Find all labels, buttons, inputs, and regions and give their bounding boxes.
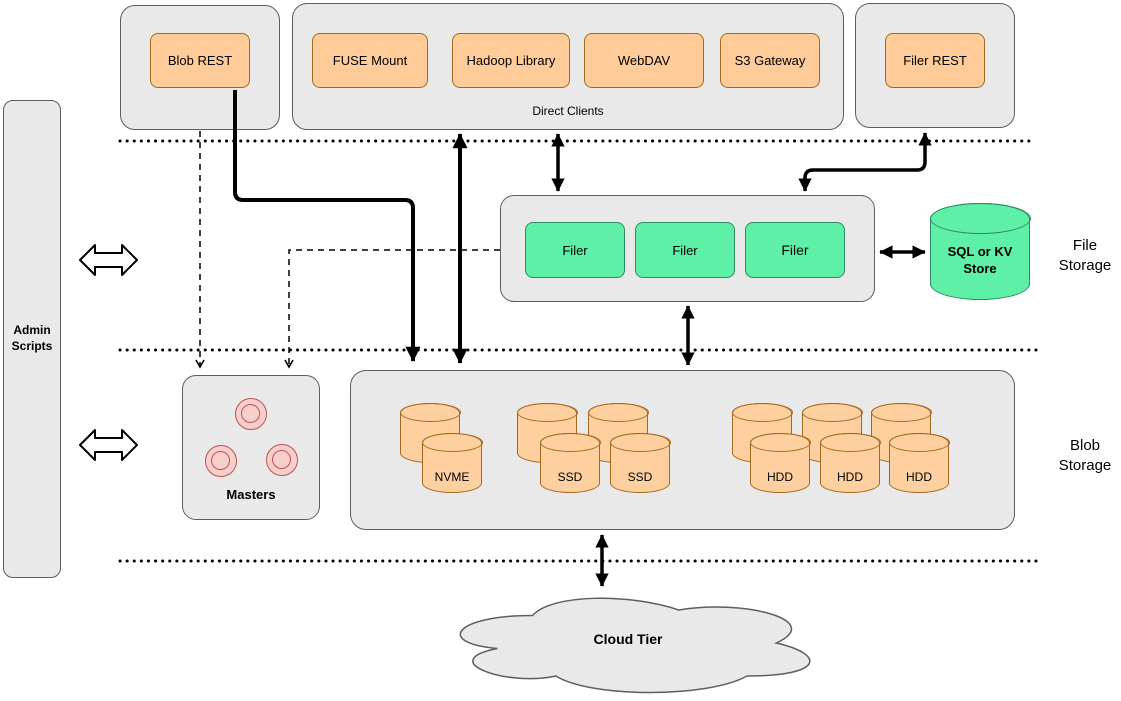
nvme-label: NVME <box>434 470 470 484</box>
blob-storage-section-label: Blob Storage <box>1058 437 1112 475</box>
ssd-2-label: SSD <box>627 470 653 484</box>
sql-kv-store-label: SQL or KV Store <box>947 243 1013 276</box>
hdd-1-label: HDD <box>767 470 793 484</box>
fuse-mount-node: FUSE Mount <box>312 33 428 88</box>
admin-double-arrow-file-storage <box>79 244 138 276</box>
admin-double-arrow-blob-storage <box>79 429 138 461</box>
webdav-node: WebDAV <box>584 33 704 88</box>
hdd-cylinder-2: HDD <box>819 432 881 493</box>
fuse-mount-label: FUSE Mount <box>332 53 408 68</box>
ssd-cylinder-1: SSD <box>539 432 601 493</box>
dashed-arrow-filers-to-masters <box>284 249 500 369</box>
file-storage-section-label: File Storage <box>1058 237 1112 275</box>
admin-scripts-panel: Admin Scripts <box>3 100 61 578</box>
hdd-cylinder-3: HDD <box>888 432 950 493</box>
filer-1-label: Filer <box>562 242 588 258</box>
ssd-1-label: SSD <box>557 470 583 484</box>
filer-3-label: Filer <box>781 242 809 258</box>
arrow-blobrest-to-blobstorage <box>233 90 421 362</box>
filer-node-2: Filer <box>635 222 735 278</box>
s3-gateway-label: S3 Gateway <box>734 53 806 68</box>
nvme-cylinder: NVME <box>421 432 483 493</box>
filer-rest-node: Filer REST <box>885 33 985 88</box>
masters-label: Masters <box>226 487 276 502</box>
masters-group <box>182 375 320 520</box>
sql-kv-store-cylinder: SQL or KV Store <box>929 202 1031 300</box>
hdd-2-label: HDD <box>837 470 863 484</box>
master-node-2 <box>205 445 237 477</box>
filer-node-1: Filer <box>525 222 625 278</box>
hdd-3-label: HDD <box>906 470 932 484</box>
admin-scripts-label: Admin Scripts <box>11 323 53 353</box>
hdd-cylinder-1: HDD <box>749 432 811 493</box>
cloud-tier-label: Cloud Tier <box>593 631 663 647</box>
filer-rest-label: Filer REST <box>903 53 967 68</box>
arrow-filerrest-filers <box>798 132 932 192</box>
hadoop-library-label: Hadoop Library <box>466 53 556 68</box>
webdav-label: WebDAV <box>617 53 671 68</box>
blob-rest-label: Blob REST <box>167 53 233 68</box>
blob-rest-node: Blob REST <box>150 33 250 88</box>
ssd-cylinder-2: SSD <box>609 432 671 493</box>
master-node-1 <box>235 398 267 430</box>
filer-node-3: Filer <box>745 222 845 278</box>
master-node-3 <box>266 444 298 476</box>
hadoop-library-node: Hadoop Library <box>452 33 570 88</box>
direct-clients-caption: Direct Clients <box>532 104 604 118</box>
s3-gateway-node: S3 Gateway <box>720 33 820 88</box>
filer-2-label: Filer <box>672 242 698 258</box>
